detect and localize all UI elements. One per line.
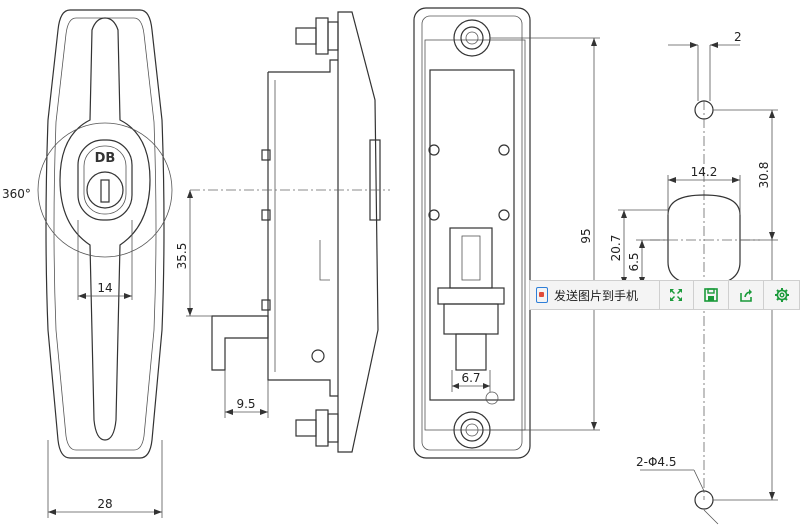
phone-send-icon (536, 287, 548, 303)
share-icon (740, 289, 753, 302)
send-to-phone-button[interactable]: 发送图片到手机 (530, 281, 660, 309)
dimension-label-30-8: 30.8 (757, 162, 771, 189)
dimension-label-14-2: 14.2 (691, 165, 718, 179)
dimension-label-2: 2 (734, 30, 742, 44)
dimension-label-6-5: 6.5 (627, 252, 641, 271)
send-to-phone-label: 发送图片到手机 (554, 288, 639, 303)
share-button[interactable] (729, 281, 765, 309)
settings-button[interactable] (764, 281, 799, 309)
dimension-label-6-7: 6.7 (461, 371, 480, 385)
dimension-label-35-5: 35.5 (175, 243, 189, 270)
settings-icon (774, 288, 789, 302)
rotation-dimension-label: 360° (2, 187, 31, 201)
cutout-view: 2 2-Φ4.5 14.2 30.8 20.7 (609, 30, 778, 525)
dimension-label-2-phi-4-5: 2-Φ4.5 (636, 455, 677, 469)
fullscreen-icon (670, 289, 683, 301)
side-view: 35.5 9.5 (175, 11, 390, 453)
dimension-label-28: 28 (97, 497, 112, 511)
image-toolbar: 发送图片到手机 (529, 280, 800, 310)
back-view: 6.7 95 (413, 7, 600, 459)
save-button[interactable] (694, 281, 730, 309)
db-logo: DB (95, 151, 116, 166)
dimension-label-95: 95 (579, 228, 593, 243)
save-icon (704, 288, 719, 302)
dimension-label-9-5: 9.5 (236, 397, 255, 411)
fullscreen-button[interactable] (660, 281, 695, 309)
dimension-label-14: 14 (97, 281, 112, 295)
front-view: DB 360° 14 28 (2, 9, 173, 518)
dimension-label-20-7: 20.7 (609, 235, 623, 262)
